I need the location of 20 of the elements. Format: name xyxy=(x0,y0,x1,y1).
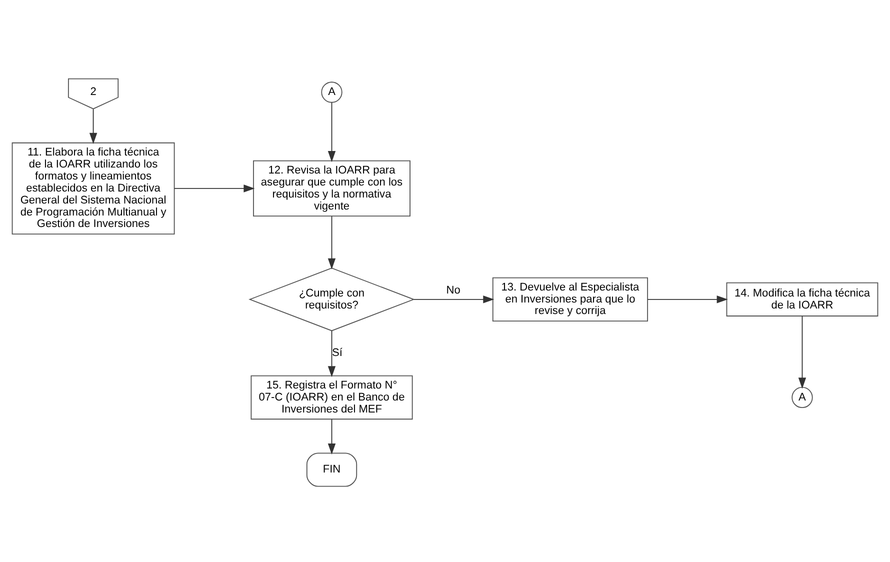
node-box: 11. Elabora la ficha técnica de la IOARR utilizando los formatos y lineamientos establecidos en la Directiva General del Sistema Nacional de Programación Multianual y Gestión de Inversiones xyxy=(12,142,175,234)
arrow xyxy=(798,316,806,389)
node-box: FIN xyxy=(306,452,358,487)
node-box: 14. Modifica la ficha técnica de la IOARR xyxy=(726,282,878,316)
node-box: 12. Revisa la IOARR para asegurar que cumple con los requisitos y la normativa vigente xyxy=(253,160,410,217)
arrow xyxy=(647,296,728,304)
arrow xyxy=(328,418,336,455)
arrow xyxy=(413,296,494,304)
edge-label: No xyxy=(446,284,460,297)
arrow xyxy=(328,330,336,378)
edge-label: Sí xyxy=(332,347,342,360)
arrow xyxy=(174,184,255,192)
node-box: 13. Devuelve al Especialista en Inversiones para que lo revise y corrija xyxy=(492,277,648,322)
arrow xyxy=(328,216,336,270)
node-box: 15. Registra el Formato N° 07-C (IOARR) en el Banco de Inversiones del MEF xyxy=(250,375,413,420)
arrow xyxy=(328,102,336,162)
arrow xyxy=(89,108,98,144)
node-circle: A xyxy=(321,82,342,103)
node-circle: A xyxy=(792,386,813,408)
node-diamond: ¿Cumple con requisitos? xyxy=(248,268,415,332)
